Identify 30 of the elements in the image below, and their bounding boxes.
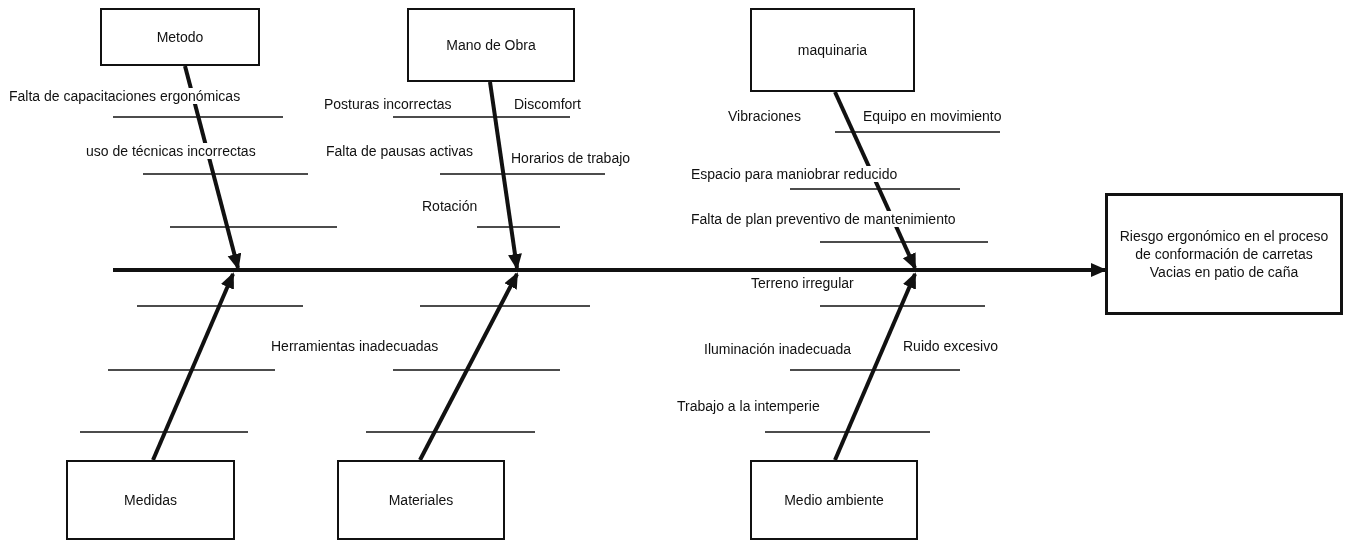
cause-label: Espacio para maniobrar reducido [690,166,899,182]
cause-label: Posturas incorrectas [323,96,453,112]
cause-label: Iluminación inadecuada [703,341,853,357]
arrow [151,272,235,461]
cause-label: Ruido excesivo [902,338,999,354]
cause-label: Equipo en movimiento [862,108,1003,124]
arrow [418,272,519,461]
cause-label: Rotación [421,198,479,214]
cause-label: uso de técnicas incorrectas [85,143,257,159]
cause-label: Herramientas inadecuadas [270,338,440,354]
cause-label: Horarios de trabajo [510,150,632,166]
arrow [113,263,1107,277]
cause-label: Falta de capacitaciones ergonómicas [8,88,242,104]
category-box: Medio ambiente [750,460,918,540]
cause-label: Trabajo a la intemperie [676,398,821,414]
cause-label: Discomfort [513,96,582,112]
cause-label: Falta de plan preventivo de mantenimiento [690,211,957,227]
category-box: Mano de Obra [407,8,575,82]
cause-label: Terreno irregular [750,275,855,291]
arrow [488,81,522,270]
arrow [833,272,917,461]
cause-label: Vibraciones [727,108,802,124]
category-box: Metodo [100,8,260,66]
cause-label: Falta de pausas activas [325,143,475,159]
effect-box: Riesgo ergonómico en el proceso de conformación de carretas Vacias en patio de caña [1105,193,1343,315]
arrow [183,65,242,270]
category-box: Materiales [337,460,505,540]
arrow [833,91,917,270]
category-box: Medidas [66,460,235,540]
category-box: maquinaria [750,8,915,92]
